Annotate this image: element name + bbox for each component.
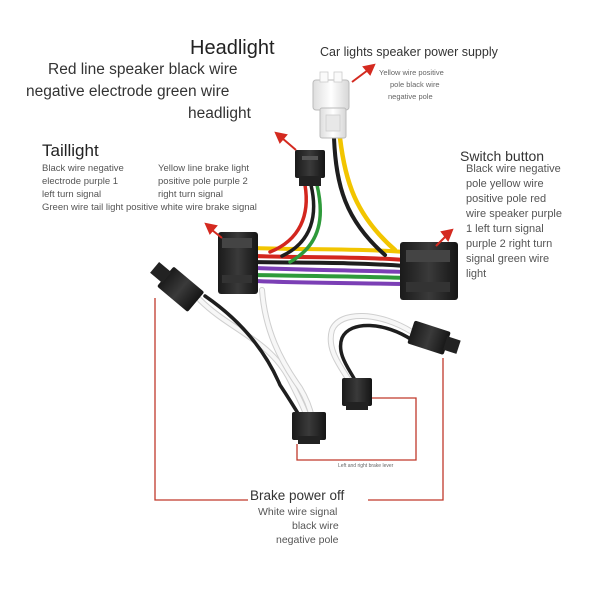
taillight-col1-line3: left turn signal (42, 189, 102, 200)
taillight-col2-line1: Yellow line brake light (158, 163, 250, 174)
switch-line3: positive pole red (466, 193, 547, 205)
bracket-left (154, 298, 248, 501)
wire-purple-1 (253, 266, 407, 274)
wire-green-head (288, 183, 323, 264)
brake-connector-left (150, 262, 204, 312)
switch-line1: Black wire negative (466, 163, 561, 175)
switch-line2: pole yellow wire (466, 178, 544, 190)
taillight-col1-line2: electrode purple 1 (42, 176, 119, 187)
switch-line6: purple 2 right turn (466, 238, 553, 250)
wire-black (253, 260, 407, 268)
wire-black-head (280, 183, 316, 258)
wire-red (253, 254, 407, 262)
headlight-title: Headlight (190, 37, 275, 59)
car-lights-desc-line2: pole black wire (390, 80, 440, 89)
arrow-switch (435, 228, 454, 247)
brake-wires (197, 287, 415, 423)
arrow-headlight (274, 131, 297, 151)
headlight-connector (295, 150, 325, 186)
wires-to-power-plug (332, 135, 398, 257)
brake-connector-right (407, 320, 461, 355)
wire-black-right (338, 323, 414, 384)
wire-yellow (253, 246, 407, 254)
arrow-taillight (204, 222, 223, 239)
taillight-col2-line3: right turn signal (158, 189, 223, 200)
bracket-right (368, 358, 444, 501)
switch-line8: light (466, 268, 487, 280)
brake-power-line1: White wire signal (258, 506, 338, 518)
brake-lever-connector-2 (342, 378, 372, 410)
wire-black-up (332, 136, 387, 257)
brake-power-line3: negative pole (276, 534, 339, 546)
wire-green (253, 273, 407, 280)
brake-lever-connector-1 (292, 412, 326, 444)
taillight-connector (218, 232, 258, 294)
indicator-arrows (204, 63, 454, 247)
brake-brackets (154, 298, 444, 501)
bracket-lever (296, 397, 417, 461)
taillight-title: Taillight (42, 141, 99, 160)
wire-bundle (253, 246, 407, 286)
arrow-power-supply (351, 63, 376, 83)
headlight-desc-line1: Red line speaker black wire (48, 61, 238, 78)
taillight-bottom-line: Green wire tail light positive white wir… (42, 202, 257, 213)
switch-connector (400, 242, 458, 300)
wire-purple-2 (253, 279, 407, 286)
switch-line4: wire speaker purple (466, 208, 562, 220)
switch-button-title: Switch button (460, 148, 545, 164)
car-lights-desc-line1: Yellow wire positive (379, 68, 444, 77)
taillight-col1-line1: Black wire negative (42, 163, 124, 174)
brake-power-line2: black wire (292, 520, 339, 532)
power-supply-plug (312, 71, 350, 139)
brake-power-title: Brake power off (250, 488, 345, 503)
brake-lever-note: Left and right brake lever (338, 463, 394, 469)
car-lights-title: Car lights speaker power supply (320, 45, 498, 59)
taillight-col2-line2: positive pole purple 2 (158, 176, 248, 187)
headlight-desc-line2: negative electrode green wire (26, 83, 230, 100)
switch-line7: signal green wire (466, 253, 550, 265)
car-lights-desc-line3: negative pole (388, 92, 433, 101)
wire-black-left (203, 294, 304, 422)
switch-line5: 1 left turn signal (466, 223, 544, 235)
wires-to-headlight-connector (268, 183, 323, 264)
wire-red-head (268, 183, 308, 254)
headlight-desc-line3: headlight (188, 105, 251, 122)
wire-yellow-up (337, 135, 398, 253)
